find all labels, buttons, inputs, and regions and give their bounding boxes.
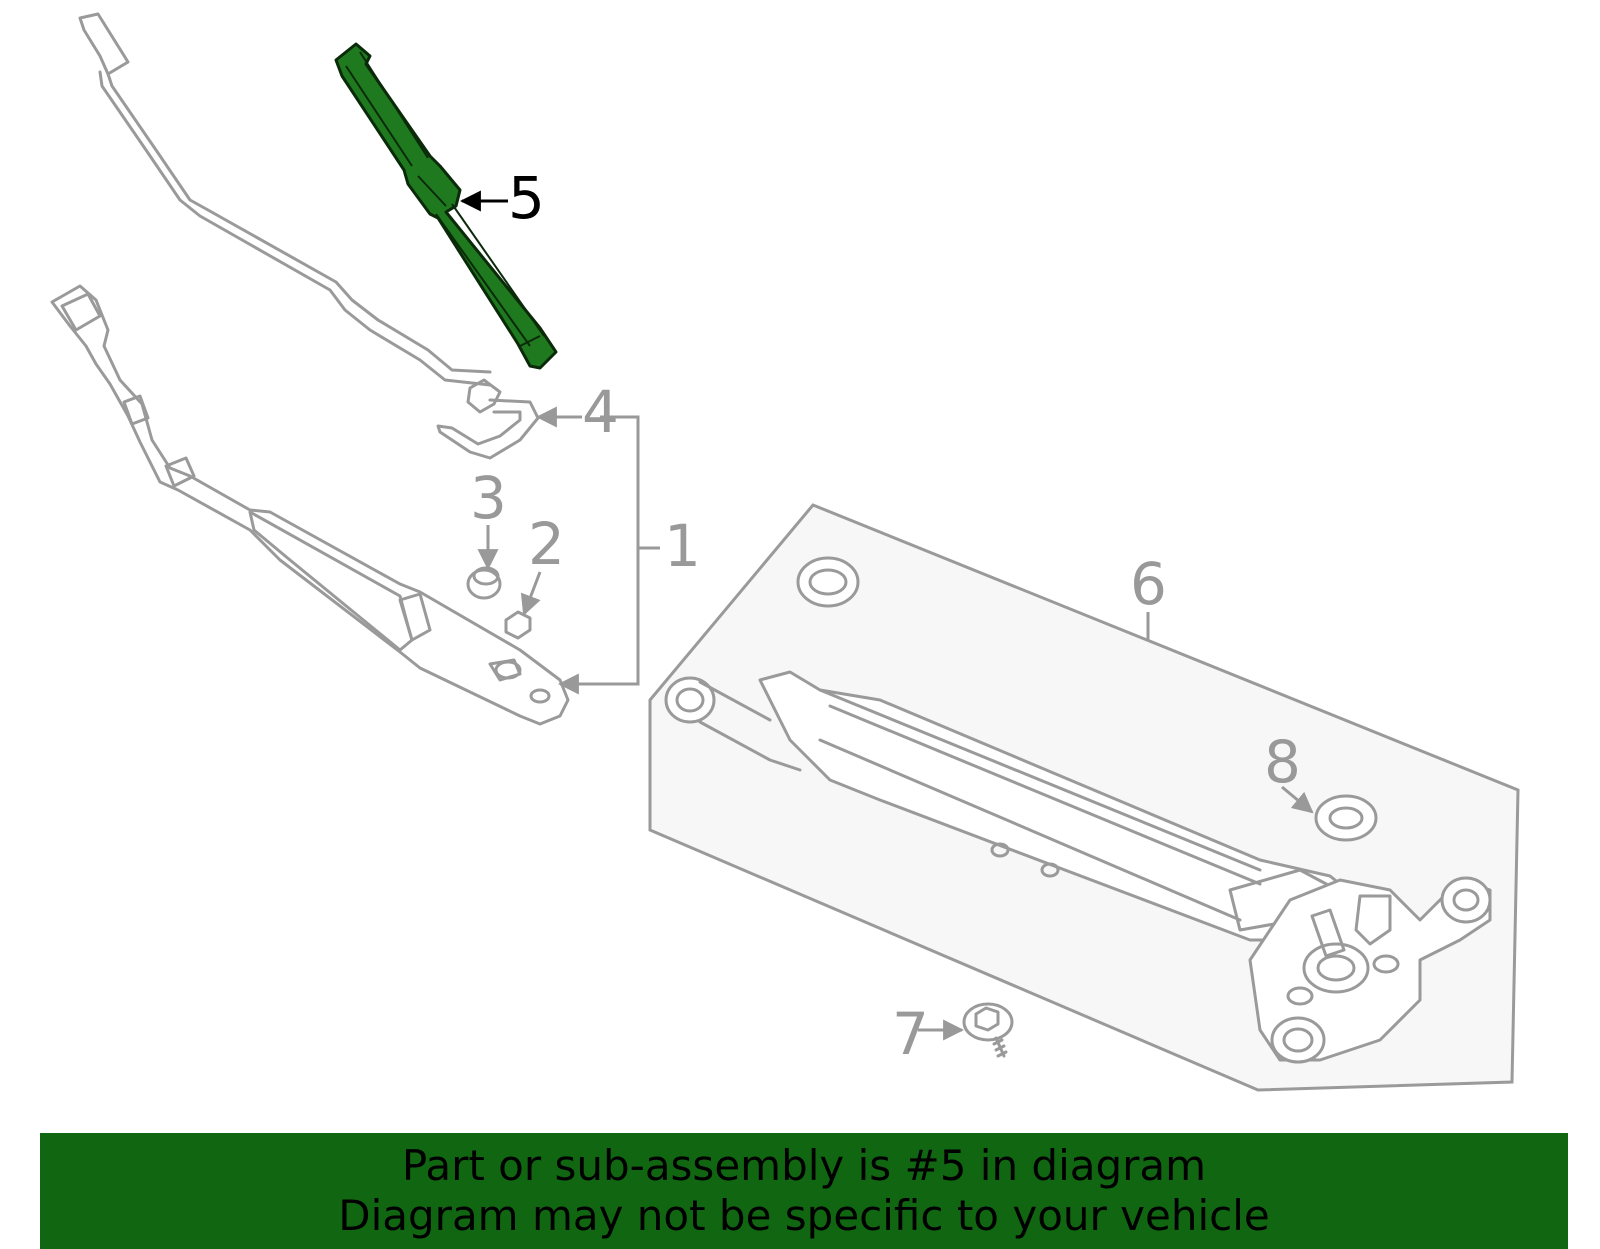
arm-nut — [504, 610, 532, 640]
callout-8: 8 — [1264, 728, 1301, 796]
wiper-arm — [50, 284, 570, 726]
banner-line-1: Part or sub-assembly is #5 in diagram — [401, 1141, 1207, 1190]
callout-6: 6 — [1130, 550, 1167, 618]
banner-line-2: Diagram may not be specific to your vehi… — [338, 1191, 1270, 1240]
wiper-linkage-motor — [664, 556, 1492, 1064]
leader-lines — [459, 190, 1314, 1041]
callout-4: 4 — [582, 378, 619, 446]
info-banner: Part or sub-assembly is #5 in diagram Di… — [40, 1133, 1568, 1249]
wiper-blade-highlighted — [334, 42, 558, 370]
callout-1: 1 — [664, 512, 701, 580]
arm-cap — [466, 566, 502, 600]
grommet — [1314, 794, 1378, 842]
mounting-bolt — [962, 1002, 1014, 1058]
callout-3: 3 — [470, 464, 507, 532]
callout-7: 7 — [892, 1000, 929, 1068]
callout-5: 5 — [508, 164, 545, 232]
wiper-rod-hose — [78, 12, 540, 460]
callout-2: 2 — [528, 510, 565, 578]
